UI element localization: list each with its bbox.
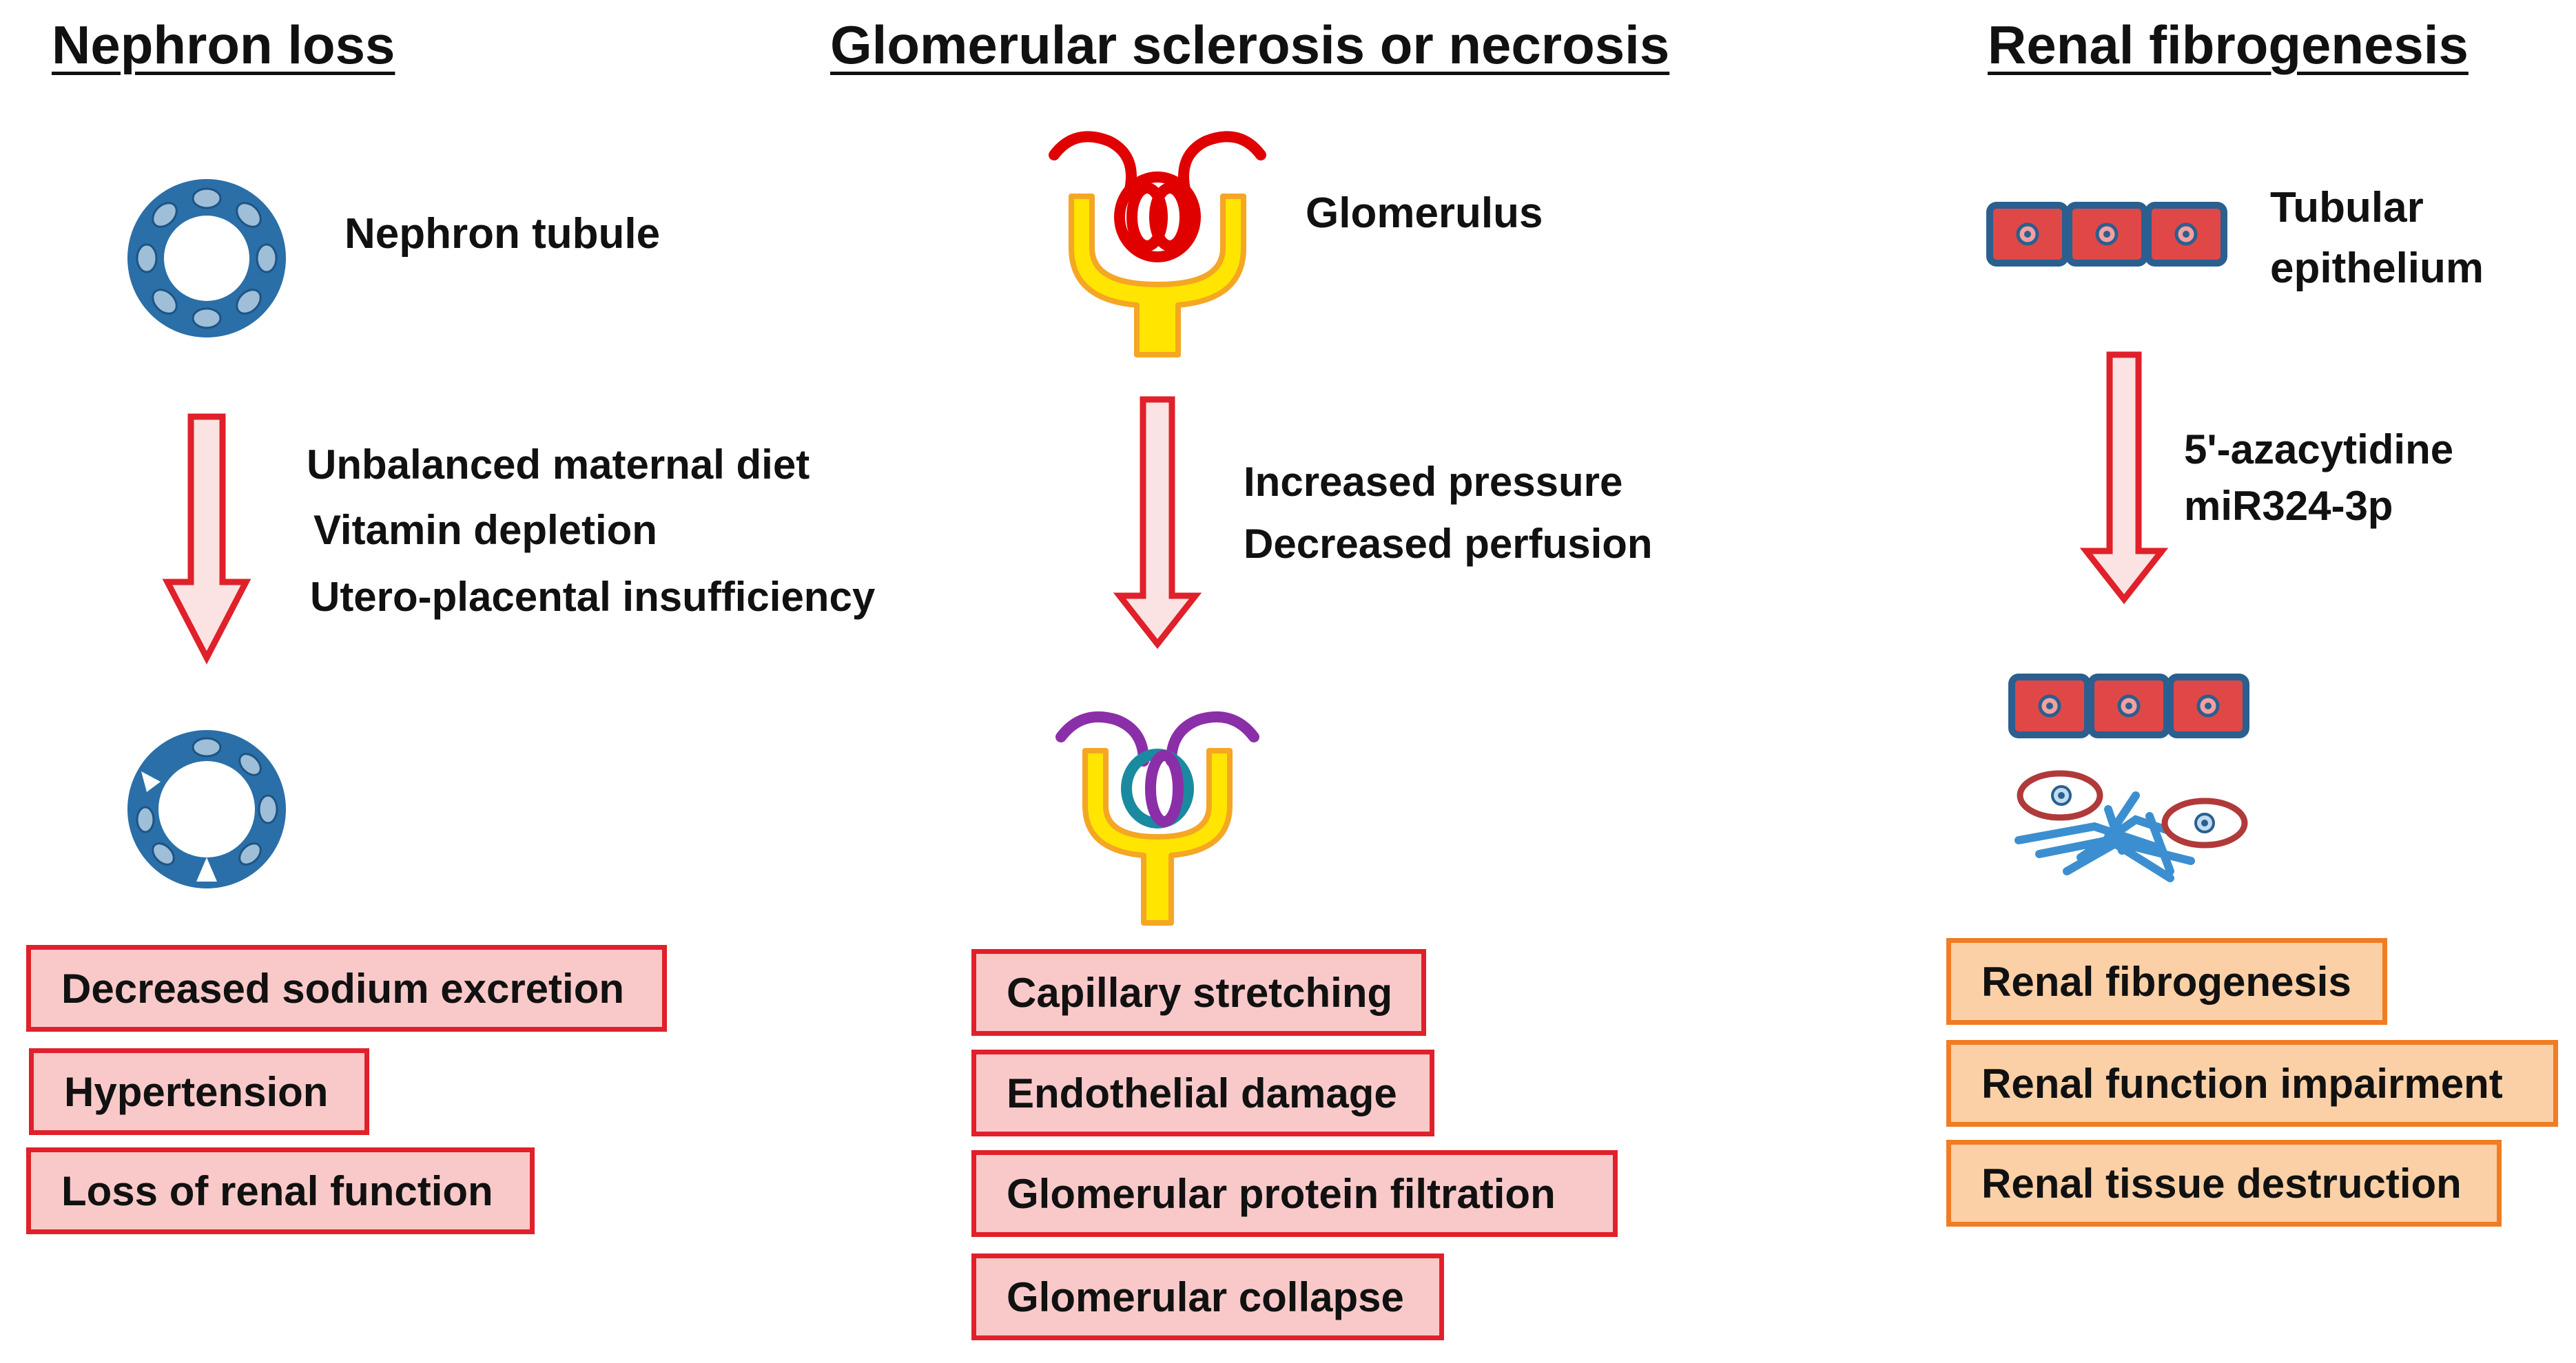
cause-text: 5'-azacytidine bbox=[2184, 426, 2454, 472]
structure-label-tubular: Tubular bbox=[2270, 184, 2424, 231]
arrow-down-icon bbox=[162, 413, 251, 665]
damaged-glomerulus-icon bbox=[1055, 711, 1259, 926]
cause-text: Unbalanced maternal diet bbox=[307, 441, 810, 488]
cause-text: Utero-placental insufficiency bbox=[310, 574, 876, 620]
outcome-box: Renal function impairment bbox=[1946, 1040, 2558, 1127]
heading-nephron-loss: Nephron loss bbox=[52, 14, 395, 75]
damaged-nephron-tubule-icon bbox=[127, 730, 286, 888]
glomerulus-icon bbox=[1049, 131, 1266, 357]
cause-text: miR324-3p bbox=[2184, 483, 2393, 529]
structure-label-nephron-tubule: Nephron tubule bbox=[344, 210, 661, 258]
outcome-text: Capillary stretching bbox=[1007, 969, 1393, 1016]
cause-text: Increased pressure bbox=[1244, 459, 1623, 505]
outcome-box: Capillary stretching bbox=[971, 949, 1426, 1036]
outcome-box: Decreased sodium excretion bbox=[26, 945, 667, 1032]
cause-text: Vitamin depletion bbox=[313, 507, 657, 553]
outcome-box: Endothelial damage bbox=[971, 1050, 1434, 1136]
arrow-down-icon bbox=[2079, 351, 2169, 605]
outcome-box: Loss of renal function bbox=[26, 1147, 535, 1234]
arrow-down-icon bbox=[1113, 396, 1202, 649]
outcome-text: Loss of renal function bbox=[61, 1167, 493, 1214]
outcome-box: Glomerular collapse bbox=[971, 1253, 1444, 1340]
nephron-tubule-icon bbox=[127, 179, 286, 337]
outcome-text: Hypertension bbox=[64, 1068, 329, 1115]
fibrotic-tissue-icon bbox=[2008, 674, 2249, 882]
heading-glomerular-sclerosis: Glomerular sclerosis or necrosis bbox=[830, 14, 1670, 75]
outcome-text: Glomerular collapse bbox=[1007, 1273, 1404, 1320]
outcome-text: Renal tissue destruction bbox=[1981, 1160, 2462, 1207]
tubular-epithelium-icon bbox=[1986, 202, 2227, 267]
outcome-box: Renal tissue destruction bbox=[1946, 1140, 2502, 1227]
heading-renal-fibrogenesis: Renal fibrogenesis bbox=[1988, 14, 2469, 75]
outcome-text: Endothelial damage bbox=[1007, 1070, 1397, 1116]
outcome-text: Renal fibrogenesis bbox=[1981, 958, 2351, 1005]
outcome-box: Renal fibrogenesis bbox=[1946, 938, 2387, 1025]
outcome-box: Hypertension bbox=[29, 1048, 369, 1135]
outcome-text: Renal function impairment bbox=[1981, 1060, 2503, 1107]
outcome-box: Glomerular protein filtration bbox=[971, 1150, 1618, 1237]
outcome-text: Decreased sodium excretion bbox=[61, 965, 625, 1012]
outcome-text: Glomerular protein filtration bbox=[1007, 1170, 1556, 1217]
structure-label-epithelium: epithelium bbox=[2270, 244, 2484, 292]
cause-text: Decreased perfusion bbox=[1244, 521, 1653, 567]
structure-label-glomerulus: Glomerulus bbox=[1306, 189, 1543, 237]
